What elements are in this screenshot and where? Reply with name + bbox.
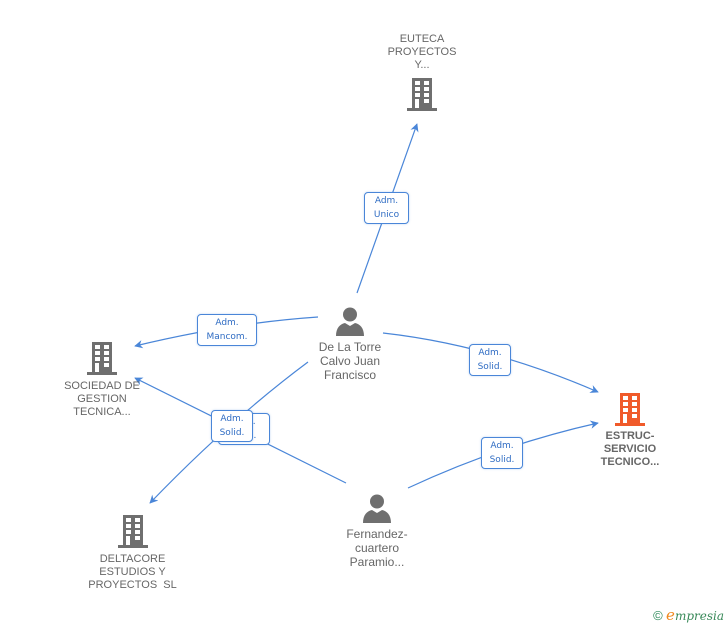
- node-label: SERVICIO: [603, 443, 657, 455]
- edge-label-line: Adm.: [374, 196, 399, 206]
- node-fernandez[interactable]: Fernandez- cuartero Paramio...: [327, 493, 427, 569]
- node-label: PROYECTOS: [387, 46, 457, 58]
- edge-label-adm-solid[interactable]: Adm. Solid.: [481, 437, 523, 469]
- node-label: DELTACORE: [99, 553, 166, 565]
- node-label: Y...: [414, 59, 430, 71]
- node-euteca[interactable]: EUTECA PROYECTOS Y...: [372, 33, 472, 112]
- node-label: GESTION: [77, 393, 127, 405]
- node-label: Francisco: [323, 368, 376, 382]
- edge-label-line: Adm.: [490, 441, 514, 451]
- empresia-logo: empresia: [666, 606, 724, 624]
- logo-initial: e: [666, 606, 675, 624]
- edge-label-line: Solid.: [489, 455, 515, 465]
- node-estruc[interactable]: ESTRUC- SERVICIO TECNICO...: [580, 391, 680, 469]
- node-label: Paramio...: [349, 555, 405, 569]
- edge-label-line: Mancom.: [206, 332, 248, 342]
- node-deltacore[interactable]: DELTACORE ESTUDIOS Y PROYECTOS SL: [75, 513, 190, 592]
- edge-label-line: Adm.: [220, 414, 244, 424]
- node-label: PROYECTOS SL: [88, 579, 177, 591]
- building-icon: [117, 515, 148, 548]
- building-icon: [615, 393, 645, 426]
- node-label: TECNICO...: [600, 456, 660, 468]
- person-icon: [363, 494, 391, 523]
- edge-label-line: Adm.: [215, 318, 239, 328]
- footer-brand: © empresia: [653, 606, 724, 624]
- building-icon: [407, 78, 437, 111]
- node-label: SOCIEDAD DE: [64, 380, 140, 392]
- node-label: EUTECA: [399, 33, 445, 45]
- edge-label-line: Solid.: [219, 428, 245, 438]
- edge-label-line: Unico: [373, 210, 400, 220]
- node-label: Fernandez-: [346, 527, 408, 541]
- node-label: ESTUDIOS Y: [99, 566, 166, 578]
- edge-label-adm-solid[interactable]: Adm. Solid.: [469, 344, 511, 376]
- node-label: TECNICA...: [73, 406, 131, 418]
- person-icon: [336, 307, 364, 336]
- edge-label-line: Solid.: [477, 362, 503, 372]
- edge-label-adm-unico[interactable]: Adm. Unico: [364, 192, 409, 224]
- edge-label-line: Adm.: [478, 348, 502, 358]
- node-sociedad[interactable]: SOCIEDAD DE GESTION TECNICA...: [52, 340, 152, 419]
- building-icon: [87, 342, 117, 375]
- node-delatorre[interactable]: De La Torre Calvo Juan Francisco: [300, 306, 400, 382]
- node-label: Calvo Juan: [319, 354, 381, 368]
- edge-label-adm-solid[interactable]: Adm. Solid.: [211, 410, 253, 442]
- logo-text: mpresia: [674, 609, 724, 623]
- node-label: ESTRUC-: [605, 430, 655, 442]
- copyright-icon: ©: [653, 608, 663, 623]
- edge-label-adm-mancom[interactable]: Adm. Mancom.: [197, 314, 257, 346]
- node-label: cuartero: [354, 541, 400, 555]
- node-label: De La Torre: [318, 340, 382, 354]
